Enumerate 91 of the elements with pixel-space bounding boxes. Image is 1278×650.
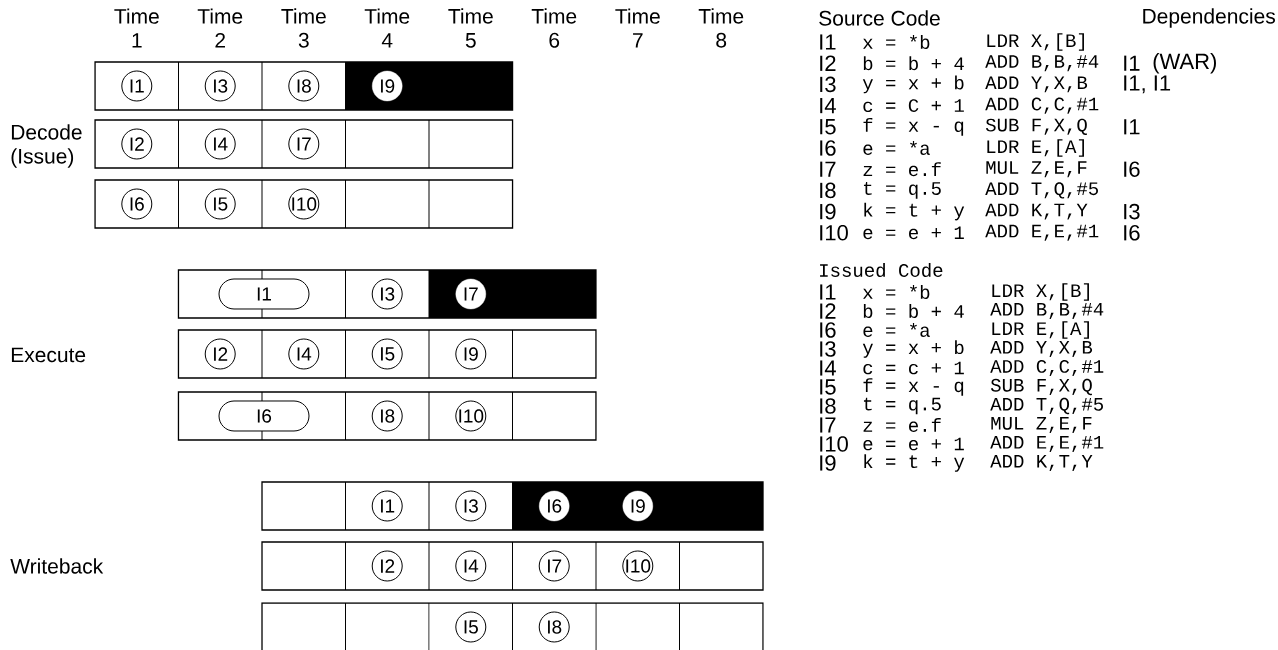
code-text: ADD K,T,Y <box>985 203 1088 220</box>
code-text: f = x - q <box>863 117 964 136</box>
stage-label: Execute <box>11 347 86 363</box>
code-text: e = *a <box>863 323 930 337</box>
code-text: I1 <box>820 34 836 50</box>
code-text: e = e + 1 <box>863 226 964 240</box>
code-text: c = c + 1 <box>863 361 964 375</box>
code-text: I7 <box>820 417 836 433</box>
time-label: Time 1 <box>114 8 159 48</box>
code-text: SUB F,X,Q <box>990 378 1092 396</box>
code-text: I6 <box>820 140 836 156</box>
code-text: I5 <box>820 119 836 135</box>
code-text: I3 <box>820 76 836 93</box>
code-text: I7 <box>820 161 836 177</box>
pipeline-row <box>94 61 514 111</box>
code-text: I3 <box>820 341 836 357</box>
code-text: (WAR) <box>1153 52 1216 74</box>
code-text: b = b + 4 <box>863 304 964 318</box>
time-label: Time 6 <box>531 8 577 48</box>
code-text: I2 <box>820 55 836 71</box>
time-label: Time 4 <box>364 8 410 48</box>
code-text: k = t + y <box>864 454 965 472</box>
instruction-pill: I1 <box>218 278 310 310</box>
code-text: ADD E,E,#1 <box>990 436 1104 452</box>
stage-label: Decode (Issue) <box>11 124 82 168</box>
code-text: ADD Y,X,B <box>990 341 1093 357</box>
code-text: I6 <box>1124 161 1140 177</box>
code-text: LDR E,[A] <box>992 321 1089 339</box>
code-text: e = e + 1 <box>863 437 964 451</box>
code-text: ADD C,C,#1 <box>985 97 1099 114</box>
code-text: z = e.f <box>863 162 941 177</box>
code-text: t = q.5 <box>863 397 941 415</box>
code-text: ADD K,T,Y <box>990 455 1093 471</box>
code-text: ADD T,Q,#5 <box>985 182 1098 199</box>
time-label: Time 3 <box>281 8 326 48</box>
pipeline-row <box>261 602 764 650</box>
code-text: MUL Z,E,F <box>991 417 1092 433</box>
code-text: MUL Z,E,F <box>986 161 1087 178</box>
pipeline-row <box>94 119 514 169</box>
pipeline-row <box>177 329 597 379</box>
code-text: ADD Y,X,B <box>985 76 1088 93</box>
code-text: ADD B,B,#4 <box>990 303 1104 319</box>
code-text: SUB F,X,Q <box>985 118 1087 135</box>
code-text: LDR X,[B] <box>992 283 1089 301</box>
code-text: I9 <box>820 203 836 220</box>
column-heading: Issued Code <box>820 263 943 277</box>
column-heading: Dependencies <box>1143 8 1275 28</box>
code-text: I10 <box>820 436 848 452</box>
code-text: I1 <box>820 284 836 300</box>
code-text: ADD T,Q,#5 <box>990 397 1103 415</box>
code-text: I1 <box>1124 119 1140 135</box>
code-text: x = *b <box>863 35 930 49</box>
code-text: I2 <box>820 303 836 319</box>
code-text: LDR E,[A] <box>987 139 1084 157</box>
code-text: I1 <box>1124 55 1140 71</box>
time-label: Time 7 <box>615 8 660 48</box>
pipeline-row <box>261 541 764 591</box>
code-text: ADD E,E,#1 <box>985 224 1099 241</box>
code-text: I1, I1 <box>1124 75 1171 94</box>
code-text: LDR X,[B] <box>987 33 1084 51</box>
pipeline-row <box>177 391 597 441</box>
code-text: I9 <box>820 455 836 471</box>
code-text: b = b + 4 <box>863 56 964 71</box>
code-text: c = C + 1 <box>863 99 964 113</box>
code-text: e = *a <box>863 141 930 155</box>
code-text: I3 <box>1124 203 1140 220</box>
code-text: I5 <box>820 379 836 395</box>
code-text: ADD B,B,#4 <box>985 55 1099 72</box>
time-label: Time 5 <box>448 8 493 48</box>
code-text: I8 <box>820 398 836 414</box>
code-text: I4 <box>820 360 836 376</box>
code-text: I4 <box>820 98 836 114</box>
column-heading: Source Code <box>819 10 940 26</box>
stage-label: Writeback <box>10 558 104 574</box>
pipeline-row <box>177 269 597 319</box>
code-text: I8 <box>820 182 836 199</box>
code-text: k = t + y <box>864 202 965 221</box>
code-text: t = q.5 <box>863 182 941 199</box>
code-text: z = e.f <box>863 418 941 432</box>
code-text: y = x + b <box>862 340 964 358</box>
code-text: I10 <box>820 225 848 241</box>
pipeline-row <box>94 179 514 229</box>
time-label: Time 2 <box>197 8 243 48</box>
time-label: Time 8 <box>698 8 744 48</box>
code-text: ADD C,C,#1 <box>990 359 1104 377</box>
code-text: y = x + b <box>862 75 964 94</box>
instruction-pill: I6 <box>218 400 310 432</box>
code-text: I6 <box>820 322 836 338</box>
code-text: f = x - q <box>863 378 964 396</box>
code-text: x = *b <box>863 285 930 299</box>
code-text: I6 <box>1124 225 1140 241</box>
